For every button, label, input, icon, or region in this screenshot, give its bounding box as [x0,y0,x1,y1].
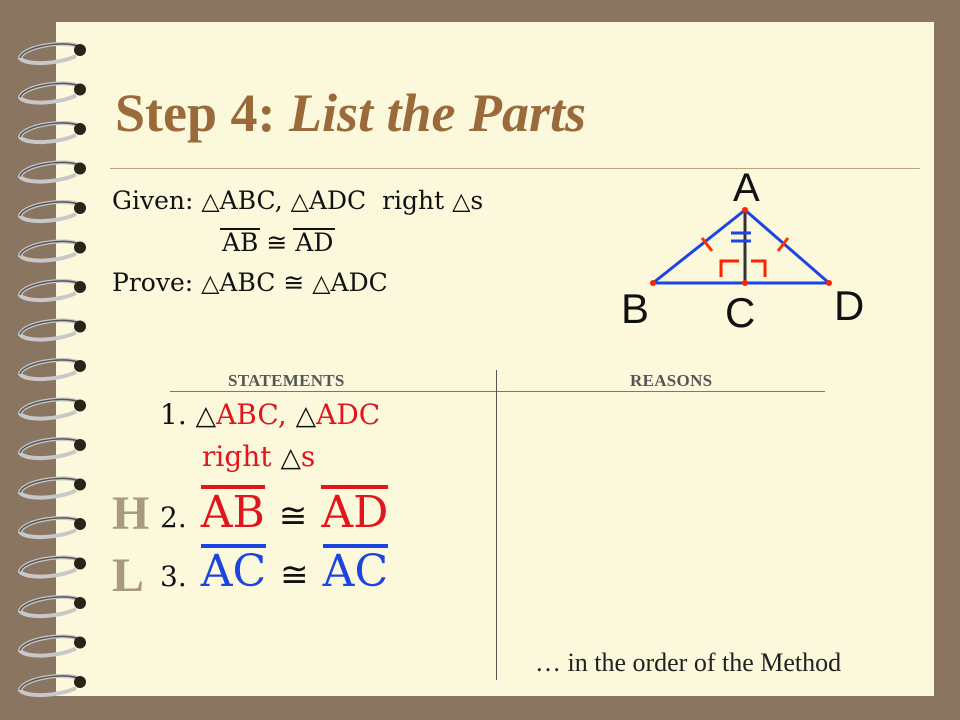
spiral-ring [17,239,86,263]
spiral-ring [17,436,86,460]
prove-label: Prove: [112,268,194,297]
triangle-icon: △ [201,187,220,215]
triangle-diagram: A B C D [621,166,864,336]
spiral-ring [17,594,86,618]
statement-2-segment-ad: AD [321,485,389,538]
triangle-icon: △ [295,400,317,431]
triangle-icon: △ [195,400,217,431]
statement-number: 1. [160,398,187,431]
vertex-a [742,207,748,213]
congruent-symbol: ≅ [280,555,309,595]
statement-3: 3. AC ≅ AC [160,544,389,597]
vertex-d [826,280,832,286]
notebook-page [56,22,934,696]
spiral-ring [17,160,86,184]
statement-2: 2. AB ≅ AD [160,485,389,538]
triangle-icon: △ [312,269,331,297]
congruent-symbol: ≅ [278,496,308,536]
given-triangle-adc: ADC [308,186,367,215]
right-angle-mark-right [751,259,767,277]
spiral-ring [17,41,86,65]
spiral-ring [17,120,86,144]
given-segment-line: AB ≅ AD [219,228,336,257]
label-c: C [725,289,755,336]
statement-1-right-text: right [202,440,272,473]
label-b: B [621,285,649,332]
spiral-ring [17,673,86,697]
statement-3-segment-ac-right: AC [322,544,389,597]
tick-mark-ab [700,237,714,252]
label-a: A [733,166,760,210]
statement-1-triangle-abc: ABC, [216,398,287,431]
side-ab [652,208,746,285]
prove-line: Prove: △ABC ≅ △ADC [112,268,388,297]
statement-1-continued: right △s [202,440,315,473]
statements-header: STATEMENTS [228,371,345,390]
spiral-ring [17,81,86,105]
table-header-rule [170,391,825,392]
right-angle-mark-left [719,259,739,277]
spiral-ring [17,555,86,579]
triangle-icon: △ [452,187,471,215]
statement-3-segment-ac-left: AC [200,544,267,597]
label-d: D [834,282,864,329]
footnote: … in the order of the Method [535,648,842,677]
triangle-icon: △ [280,442,301,473]
slide-title: Step 4: List the Parts [115,83,587,143]
title-divider [110,168,920,169]
given-label: Given: [112,186,194,215]
triangle-icon: △ [201,269,220,297]
table-column-divider [496,370,497,680]
statement-1: 1. △ABC, △ADC [160,398,380,431]
prove-triangle-abc: ABC [219,268,276,297]
spiral-ring [17,476,86,500]
leg-marker: L [112,549,145,602]
segment-ad: AD [293,228,336,257]
vertex-b [650,280,656,286]
statement-1-triangle-adc: ADC [316,398,381,431]
statement-number: 2. [160,501,187,534]
side-ad [744,208,830,285]
congruent-symbol: ≅ [283,268,305,297]
given-s-text: s [470,186,484,215]
reasons-header: REASONS [630,371,713,390]
given-triangle-abc: ABC, [219,186,283,215]
spiral-ring [17,397,86,421]
spiral-ring [17,515,86,539]
spiral-ring [17,634,86,658]
prove-triangle-adc: ADC [330,268,388,297]
spiral-ring [17,357,86,381]
statement-number: 3. [160,560,187,593]
hypotenuse-marker: H [112,487,150,540]
statement-1-s-text: s [300,440,316,473]
statement-2-segment-ab: AB [200,485,265,538]
given-line: Given: △ABC, △ADC right △s [112,186,483,215]
triangle-icon: △ [290,187,309,215]
given-right-text: right [382,186,445,215]
spiral-binding [17,41,86,697]
tick-mark-ad [776,237,790,252]
segment-ab: AB [219,228,261,257]
vertex-c [742,280,748,286]
congruent-symbol: ≅ [266,228,288,257]
spiral-ring [17,199,86,223]
spiral-ring [17,318,86,342]
spiral-ring [17,278,86,302]
